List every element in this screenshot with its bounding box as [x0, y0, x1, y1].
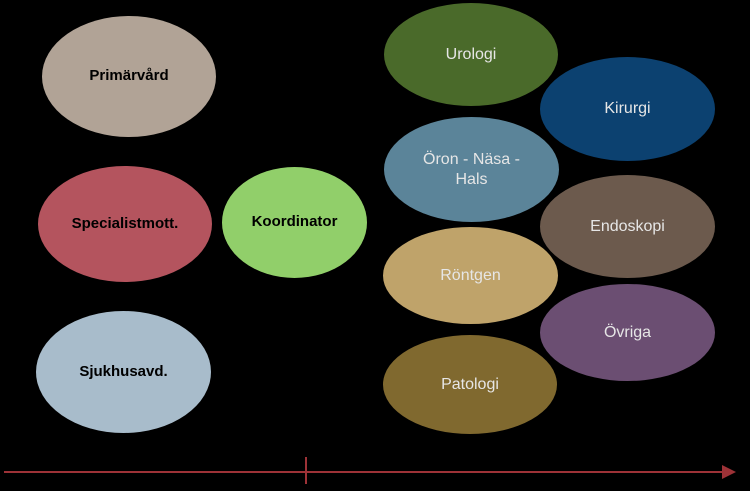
node-oron-nasa-hals-label: Öron - Näsa - Hals — [423, 150, 520, 188]
node-ovriga: Övriga — [540, 284, 715, 381]
node-kirurgi: Kirurgi — [540, 57, 715, 161]
node-urologi: Urologi — [384, 3, 558, 106]
node-specialistmott: Specialistmott. — [38, 166, 212, 282]
node-sjukhusavd: Sjukhusavd. — [36, 311, 211, 433]
node-primarvard: Primärvård — [42, 16, 216, 137]
node-patologi: Patologi — [383, 335, 557, 434]
node-urologi-label: Urologi — [445, 45, 497, 63]
node-sjukhusavd-label: Sjukhusavd. — [79, 362, 168, 380]
node-koordinator-label: Koordinator — [251, 213, 338, 231]
timeline-arrowhead — [722, 465, 736, 479]
timeline-arrow — [4, 457, 736, 484]
node-endoskopi-label: Endoskopi — [590, 217, 665, 235]
node-koordinator: Koordinator — [222, 167, 367, 278]
node-specialistmott-label: Specialistmott. — [71, 214, 179, 232]
node-oron-nasa-hals: Öron - Näsa - Hals — [384, 117, 559, 222]
node-kirurgi-label: Kirurgi — [604, 100, 651, 117]
node-rontgen: Röntgen — [383, 227, 558, 324]
node-primarvard-label: Primärvård — [89, 67, 169, 85]
node-endoskopi: Endoskopi — [540, 175, 715, 278]
node-ovriga-label: Övriga — [603, 323, 652, 341]
node-patologi-label: Patologi — [441, 375, 499, 393]
node-rontgen-label: Röntgen — [440, 266, 501, 284]
